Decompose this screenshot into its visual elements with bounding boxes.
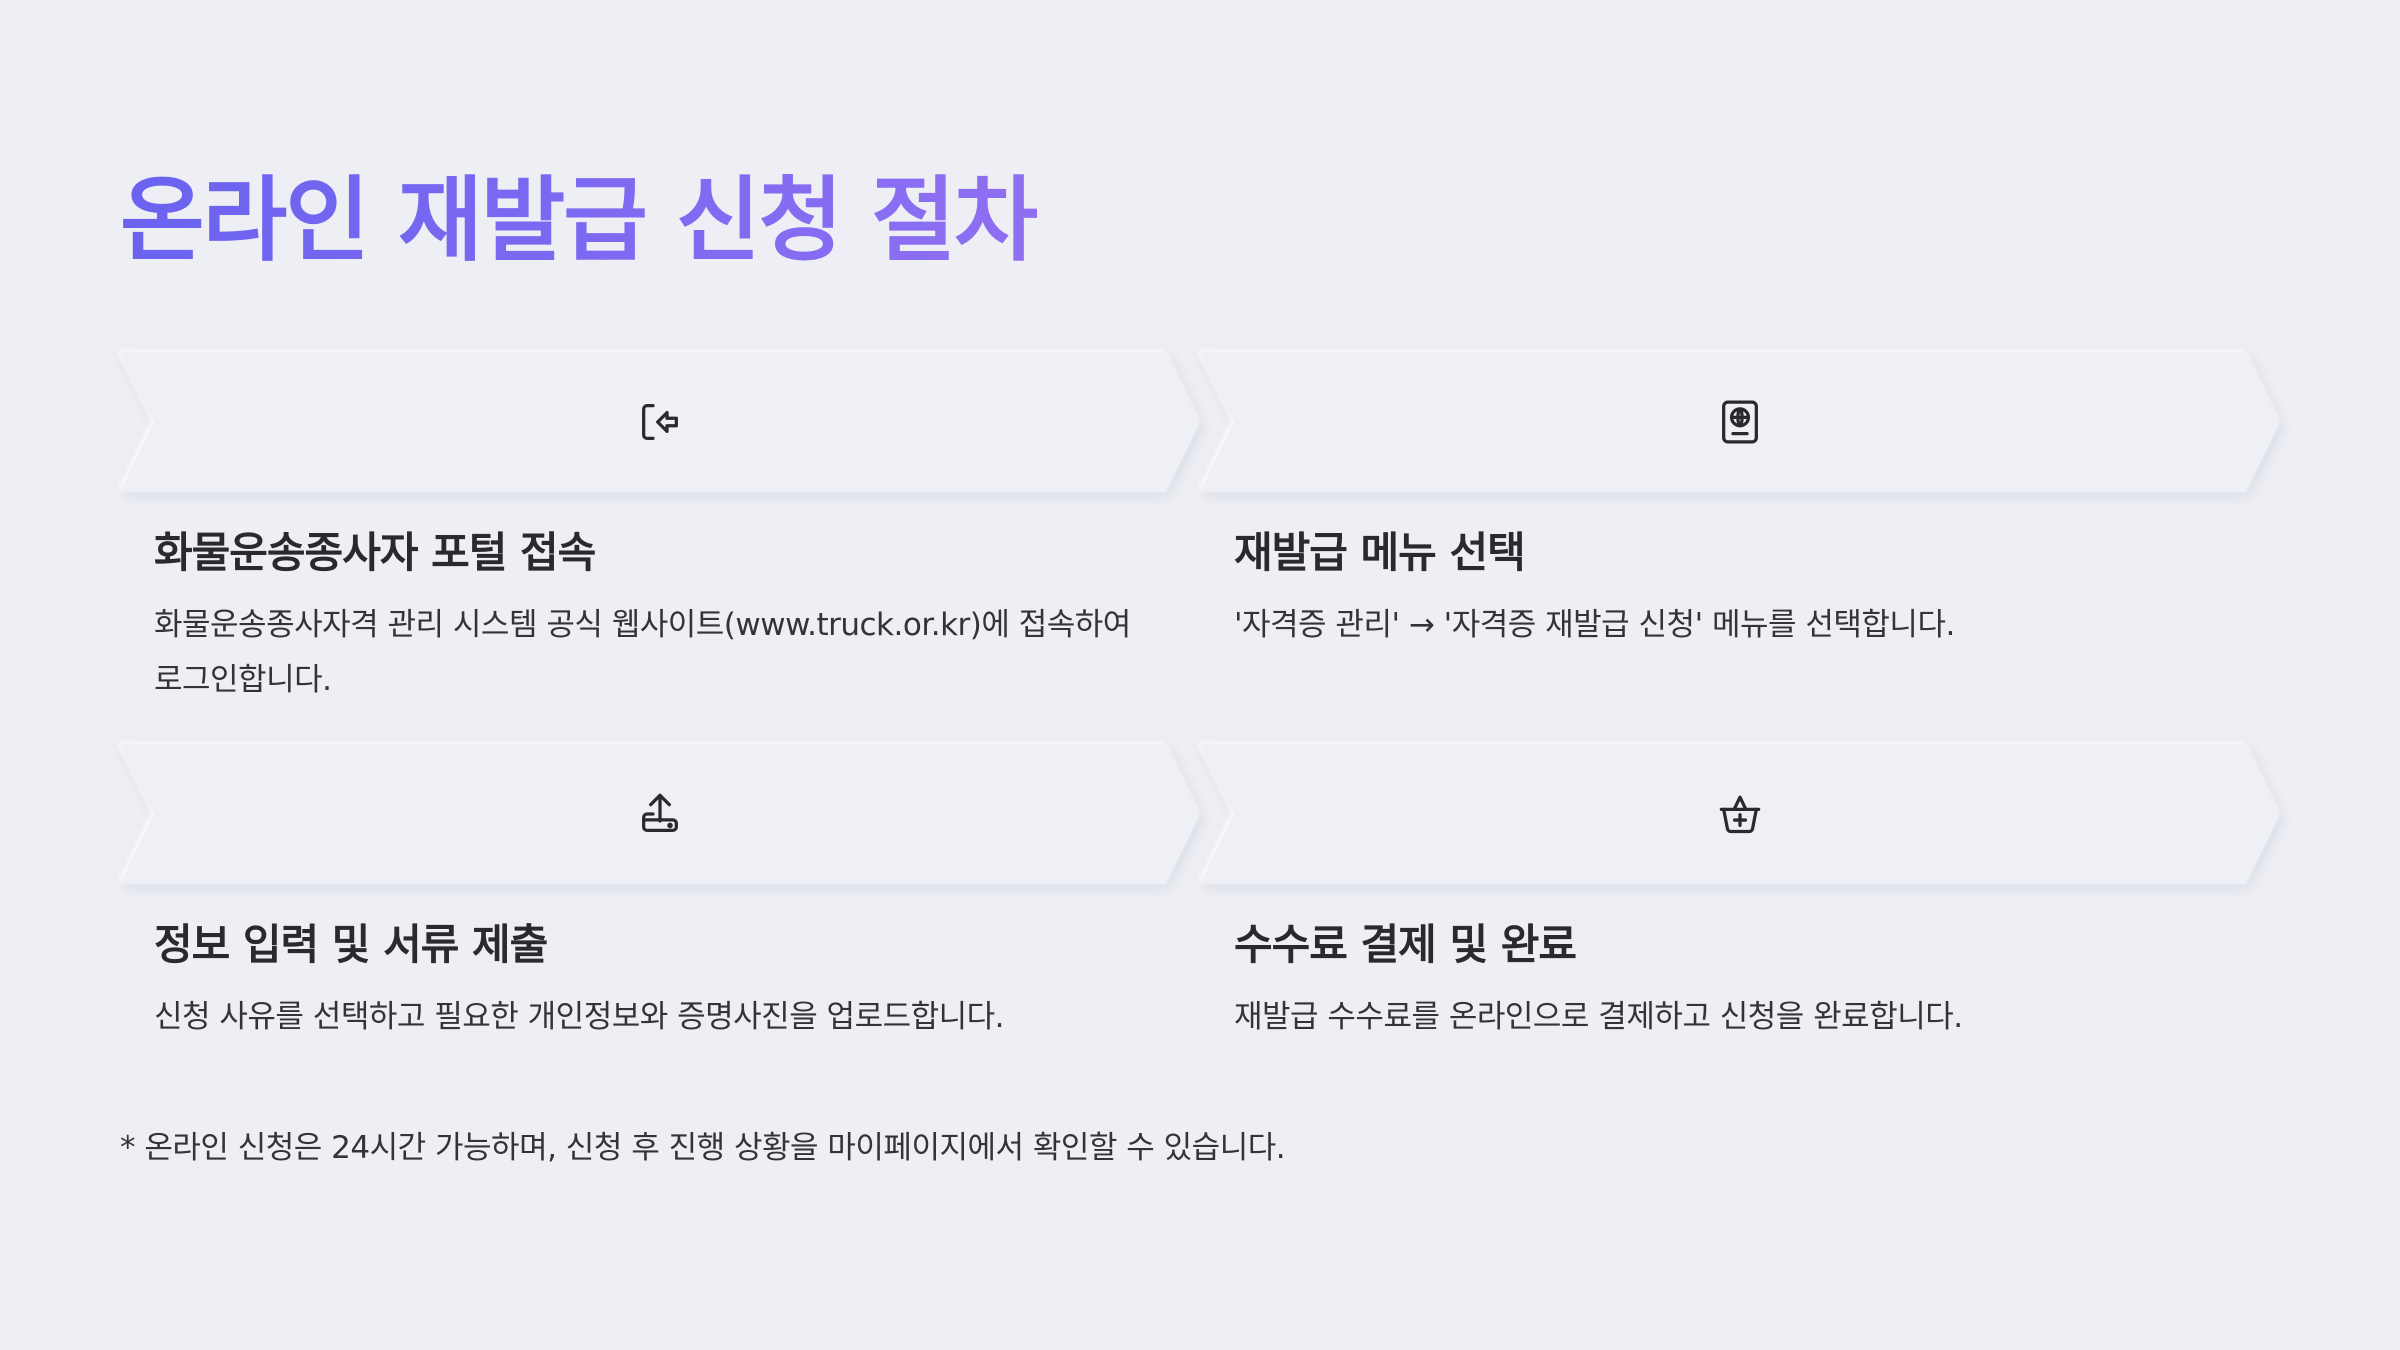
upload-tray-icon (632, 786, 688, 842)
step-info-upload: 정보 입력 및 서류 제출 신청 사유를 선택하고 필요한 개인정보와 증명사진… (120, 744, 1200, 1045)
step-description: 재발급 수수료를 온라인으로 결제하고 신청을 완료합니다. (1234, 999, 1963, 1036)
step-chevron (1200, 352, 2280, 492)
step-chevron (120, 744, 1200, 884)
step-payment-complete: 수수료 결제 및 완료 재발급 수수료를 온라인으로 결제하고 신청을 완료합니… (1200, 744, 2280, 1045)
login-arrow-icon (632, 394, 688, 450)
footnote: * 온라인 신청은 24시간 가능하며, 신청 후 진행 상황을 마이페이지에서… (120, 1130, 1286, 1166)
step-portal-access: 화물운송종사자 포털 접속 화물운송종사자격 관리 시스템 공식 웹사이트(ww… (120, 352, 1200, 708)
step-chevron (1200, 744, 2280, 884)
passport-globe-icon (1712, 394, 1768, 450)
step-title: 화물운송종사자 포털 접속 (154, 528, 596, 577)
step-title: 정보 입력 및 서류 제출 (154, 920, 548, 969)
basket-plus-icon (1712, 786, 1768, 842)
page-title: 온라인 재발급 신청 절차 (120, 167, 1038, 274)
step-description: '자격증 관리' → '자격증 재발급 신청' 메뉴를 선택합니다. (1234, 607, 1955, 644)
step-description: 화물운송종사자격 관리 시스템 공식 웹사이트(www.truck.or.kr)… (154, 607, 1131, 699)
step-title: 수수료 결제 및 완료 (1234, 920, 1577, 969)
step-chevron (120, 352, 1200, 492)
step-title: 재발급 메뉴 선택 (1234, 528, 1526, 577)
step-menu-select: 재발급 메뉴 선택 '자격증 관리' → '자격증 재발급 신청' 메뉴를 선택… (1200, 352, 2280, 653)
step-description: 신청 사유를 선택하고 필요한 개인정보와 증명사진을 업로드합니다. (154, 999, 1005, 1036)
